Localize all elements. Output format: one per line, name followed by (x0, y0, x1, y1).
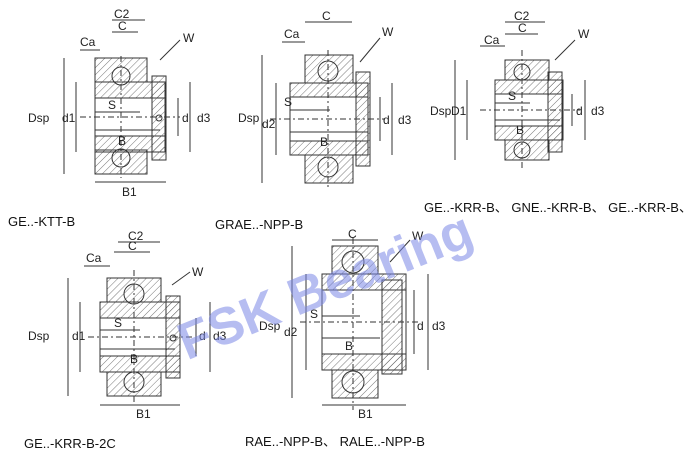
dim-dsp: Dsp (28, 329, 50, 343)
dim-b: B (118, 134, 126, 148)
dim-d2: d2 (262, 117, 276, 131)
dim-c: C (128, 239, 137, 253)
caption-panel-2: GRAE..-NPP-B (215, 217, 303, 232)
dim-c: C (322, 9, 331, 23)
dim-b1: B1 (136, 407, 151, 421)
panel-ge-krr-b (454, 21, 586, 170)
dim-b: B (345, 339, 353, 353)
caption-panel-1: GE..-KTT-B (8, 214, 75, 229)
dim-b: B (320, 135, 328, 149)
dim-d1: d1 (62, 111, 76, 125)
dim-d1: d1 (72, 329, 86, 343)
dim-c: C (518, 21, 527, 35)
ball-top (341, 250, 365, 274)
dim-ca: Ca (86, 251, 102, 265)
dim-d: d (199, 329, 206, 343)
dim-b1: B1 (358, 407, 373, 421)
dim-s: S (284, 95, 292, 109)
dim-d: d (182, 111, 189, 125)
dim-dsp: Dsp (430, 104, 452, 118)
dim-ca: Ca (80, 35, 96, 49)
dim-d3: d3 (591, 104, 605, 118)
panel-grae-npp-b (261, 21, 393, 190)
dim-w: W (183, 31, 195, 45)
dim-d: d (383, 113, 390, 127)
dim-d3: d3 (432, 319, 446, 333)
dim-c: C (118, 19, 127, 33)
dim-b1: B1 (122, 185, 137, 199)
dim-d: d (417, 319, 424, 333)
dim-b: B (516, 123, 524, 137)
dim-dsp: Dsp (28, 111, 50, 125)
dim-c2: C2 (514, 9, 530, 23)
caption-panel-5: RAE..-NPP-B、 RALE..-NPP-B (245, 434, 425, 449)
locking-collar (547, 71, 563, 153)
dim-c: C (348, 227, 357, 241)
dim-s: S (508, 89, 516, 103)
panel-ge-krr-b-2c (67, 241, 211, 406)
dim-dsp: Dsp (259, 319, 281, 333)
dim-c2: C2 (114, 7, 130, 21)
dim-dsp: Dsp (238, 111, 260, 125)
dim-d3: d3 (197, 111, 211, 125)
locking-collar (151, 75, 167, 161)
caption-panel-4: GE..-KRR-B-2C (24, 436, 116, 451)
dim-ca: Ca (484, 33, 500, 47)
dim-ca: Ca (284, 27, 300, 41)
dim-w: W (192, 265, 204, 279)
dim-w: W (382, 25, 394, 39)
dim-s: S (108, 98, 116, 112)
dim-d3: d3 (398, 113, 412, 127)
panel-ge-ktt-b (63, 19, 191, 183)
dim-w: W (578, 27, 590, 41)
dim-d2: d2 (284, 325, 298, 339)
caption-panel-3: GE..-KRR-B、 GNE..-KRR-B、 GE..-KRR-B、 GE.… (424, 200, 693, 215)
dim-b: B (130, 352, 138, 366)
dim-s: S (114, 316, 122, 330)
dim-w: W (412, 229, 424, 243)
dim-d: d (576, 104, 583, 118)
panel-rae-npp-b (291, 238, 429, 410)
dim-s: S (310, 307, 318, 321)
dim-c2: C2 (128, 229, 144, 243)
dim-d3: d3 (213, 329, 227, 343)
dim-d1: D1 (451, 104, 467, 118)
